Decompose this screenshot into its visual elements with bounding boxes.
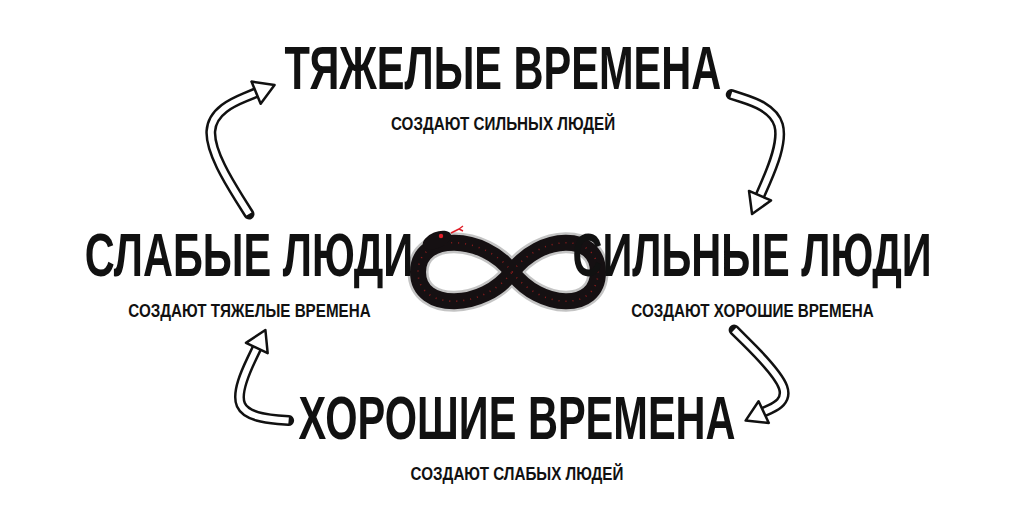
stage-heading: ХОРОШИЕ ВРЕМЕНА	[299, 387, 736, 449]
cycle-stage: СИЛЬНЫЕ ЛЮДИ СОЗДАЮТ ХОРОШИЕ ВРЕМЕНА	[484, 224, 1020, 320]
cycle-arrow	[734, 330, 784, 423]
arrow-head	[251, 82, 274, 104]
arrow-head	[749, 191, 771, 214]
stage-caption: СОЗДАЮТ ХОРОШИЕ ВРЕМЕНА	[631, 301, 873, 320]
arrow-shaft-outline	[211, 93, 256, 214]
snake-head	[420, 227, 454, 253]
arrow-shaft	[734, 330, 784, 412]
arrow-shaft-outline	[734, 330, 784, 412]
stage-caption: СОЗДАЮТ СИЛЬНЫХ ЛЮДЕЙ	[391, 114, 615, 133]
cycle-stage: ХОРОШИЕ ВРЕМЕНА СОЗДАЮТ СЛАБЫХ ЛЮДЕЙ	[191, 387, 843, 483]
cycle-arrow	[211, 82, 275, 214]
cycle-arrow	[731, 95, 779, 214]
snake-scales	[418, 243, 598, 302]
arrow-shaft-outline	[731, 95, 779, 196]
snake-eye	[439, 234, 443, 238]
snake-body	[418, 243, 598, 302]
cycle-arrow	[239, 330, 288, 421]
stage-caption: СОЗДАЮТ ТЯЖЕЛЫЕ ВРЕМЕНА	[128, 301, 370, 320]
arrow-shaft	[239, 348, 288, 421]
arrow-shaft	[731, 95, 779, 196]
cycle-stage: ТЯЖЕЛЫЕ ВРЕМЕНА СОЗДАЮТ СИЛЬНЫХ ЛЮДЕЙ	[177, 37, 829, 133]
snake-sketch-edge	[418, 243, 598, 302]
arrow-shaft	[211, 93, 256, 214]
stage-heading: СИЛЬНЫЕ ЛЮДИ	[572, 224, 931, 286]
arrow-head	[746, 401, 769, 423]
snake-tongue	[451, 226, 463, 233]
arrow-head	[246, 330, 268, 353]
stage-heading: СЛАБЫЕ ЛЮДИ	[85, 224, 413, 286]
arrow-shaft-outline	[239, 348, 288, 421]
cycle-stage: СЛАБЫЕ ЛЮДИ СОЗДАЮТ ТЯЖЕЛЫЕ ВРЕМЕНА	[4, 224, 494, 320]
stage-caption: СОЗДАЮТ СЛАБЫХ ЛЮДЕЙ	[411, 464, 624, 483]
stage-heading: ТЯЖЕЛЫЕ ВРЕМЕНА	[285, 37, 722, 99]
